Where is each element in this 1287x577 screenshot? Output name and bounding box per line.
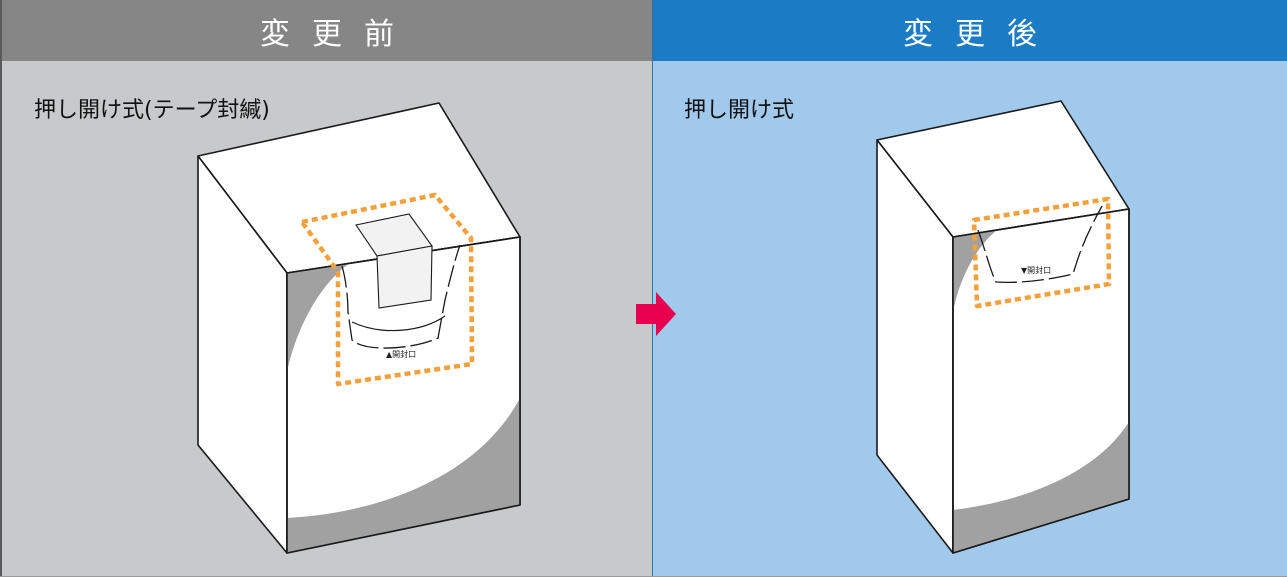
before-flap-curve — [351, 315, 446, 332]
before-highlight-frame — [299, 192, 475, 387]
right-arrow-icon — [636, 292, 676, 336]
before-header: 変更前 — [2, 0, 652, 61]
before-tape-front — [376, 245, 433, 309]
after-highlight-frame — [971, 196, 1112, 309]
after-panel: 変更後 押し開け式 ▼開封口 — [652, 0, 1287, 577]
after-box-shade-upper — [953, 230, 997, 312]
before-seal-label: ▲開封口 — [386, 349, 416, 359]
after-box-shade-lower — [953, 422, 1129, 553]
before-box-shade-lower — [287, 398, 520, 553]
after-seal-label: ▼開封口 — [1021, 265, 1051, 275]
before-box-shade-upper — [287, 263, 350, 372]
before-subtitle: 押し開け式(テープ封緘) — [34, 98, 270, 123]
after-perforation — [977, 205, 1103, 284]
before-perforation-flap — [341, 244, 461, 349]
after-subtitle: 押し開け式 — [684, 98, 795, 123]
before-box-illustration: ▲開封口 — [197, 102, 521, 554]
after-header: 変更後 — [653, 0, 1287, 61]
after-box-illustration: ▼開封口 — [876, 100, 1130, 554]
before-panel: 変更前 押し開け式(テープ封緘) ▲開封口 — [0, 0, 652, 577]
